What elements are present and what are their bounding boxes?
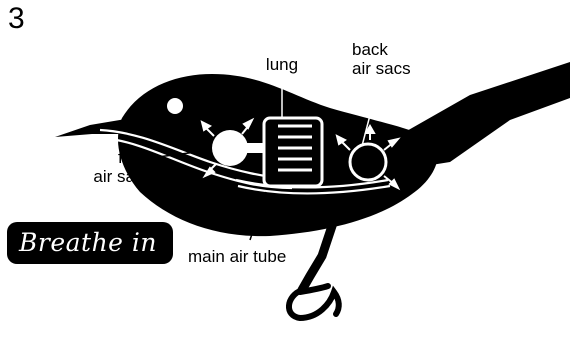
- breathe-in-badge: Breathe in: [7, 222, 173, 264]
- label-main-air-tube: main air tube: [188, 247, 328, 266]
- label-front-air-sacs-line2: air sacs: [60, 167, 152, 186]
- label-back-air-sacs-line2: air sacs: [352, 59, 432, 78]
- back-air-sac: [350, 144, 386, 180]
- lung-shape: [264, 118, 322, 186]
- front-air-sac: [212, 130, 248, 166]
- label-lung: lung: [262, 55, 302, 74]
- bird-eye: [167, 98, 183, 114]
- label-back-air-sacs: back air sacs: [352, 40, 432, 78]
- breathe-in-text: Breathe in: [19, 228, 157, 258]
- bird-claw: [289, 290, 339, 318]
- label-front-air-sacs-line1: front: [60, 148, 152, 167]
- label-front-air-sacs: front air sacs: [60, 148, 152, 186]
- label-back-air-sacs-line1: back: [352, 40, 432, 59]
